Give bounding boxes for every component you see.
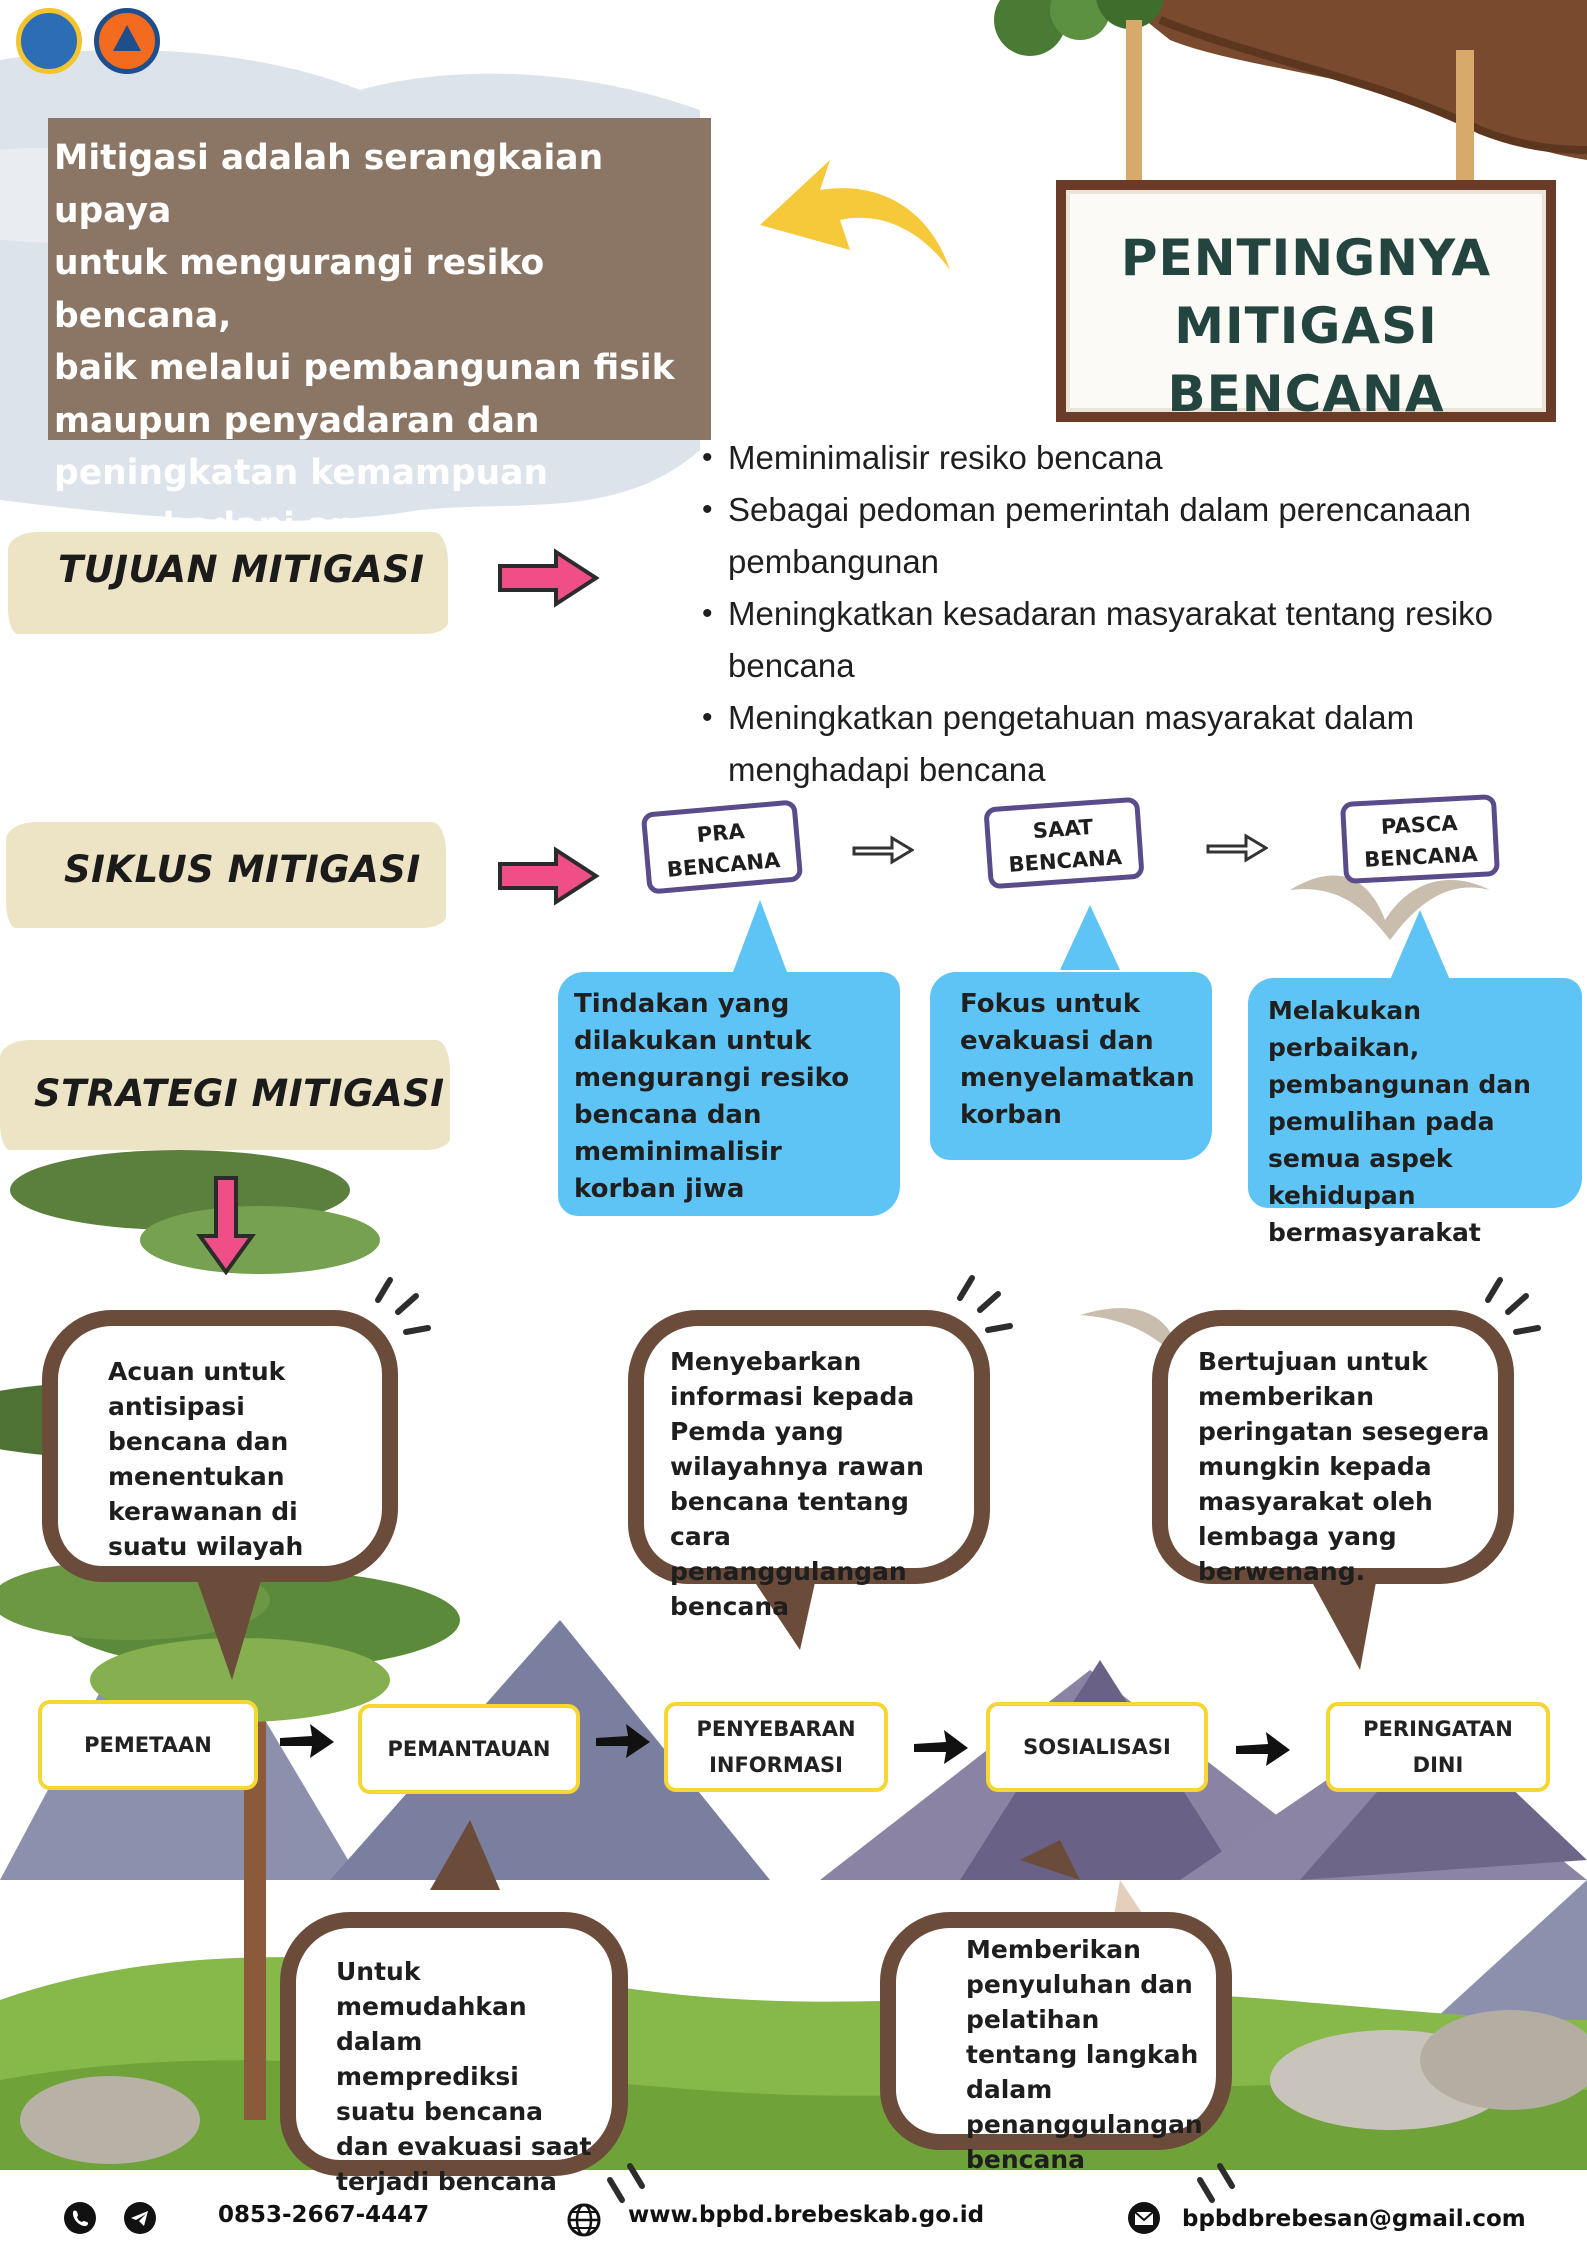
- strategi-title: STRATEGI MITIGASI: [34, 1072, 445, 1115]
- step-label: SOSIALISASI: [1023, 1735, 1171, 1759]
- intro-box: Mitigasi adalah serangkaian upaya untuk …: [48, 118, 711, 546]
- footer-website[interactable]: www.bpbd.brebeskab.go.id: [628, 2202, 985, 2228]
- step-pemetaan: PEMETAAN: [38, 1700, 258, 1790]
- intro-line-5: peningkatan kemampuan: [54, 453, 549, 493]
- step-penyebaran-informasi: PENYEBARAN INFORMASI: [664, 1702, 888, 1792]
- intro-line-1: Mitigasi adalah serangkaian upaya: [54, 138, 604, 231]
- tujuan-brush: [8, 532, 448, 634]
- black-arrow-icon: [914, 1730, 968, 1764]
- peringatan-bubble: Bertujuan untuk memberikan peringatan se…: [1152, 1310, 1514, 1586]
- whatsapp-icon: [64, 2202, 96, 2234]
- pink-down-arrow-icon: [196, 1176, 256, 1276]
- pemetaan-bubble: Acuan untuk antisipasi bencana dan menen…: [42, 1310, 398, 1582]
- penyebaran-bubble: Menyebarkan informasi kepada Pemda yang …: [628, 1310, 990, 1621]
- siklus-title: SIKLUS MITIGASI: [64, 848, 421, 891]
- tujuan-title: TUJUAN MITIGASI: [58, 548, 425, 591]
- step-label: PENYEBARAN: [696, 1717, 856, 1741]
- tujuan-list: Meminimalisir resiko bencana Sebagai ped…: [700, 432, 1580, 796]
- step-label: INFORMASI: [709, 1753, 843, 1777]
- intro-line-4: maupun penyadaran dan: [54, 400, 540, 441]
- tujuan-item: Meminimalisir resiko bencana: [700, 432, 1580, 484]
- strategi-brush: [0, 1040, 450, 1150]
- step-label: PEMETAAN: [84, 1733, 212, 1757]
- saat-bencana-bubble: Fokus untuk evakuasi dan menyelamatkan k…: [930, 972, 1212, 1160]
- logo-pemda: [16, 8, 82, 74]
- footer-phone[interactable]: 0853-2667-4447: [218, 2202, 430, 2228]
- step-label: PERINGATAN: [1363, 1717, 1513, 1741]
- tujuan-item: Meningkatkan pengetahuan masyarakat dala…: [700, 692, 1580, 796]
- small-arrow-icon: [1206, 833, 1268, 863]
- blue-bubble-tails: [730, 900, 1450, 980]
- pemantauan-bubble: Untuk memudahkan dalam memprediksi suatu…: [280, 1912, 628, 2196]
- intro-line-2: untuk mengurangi resiko bencana,: [54, 243, 545, 336]
- pink-arrow-icon: [498, 548, 600, 608]
- mail-icon: [1128, 2202, 1160, 2234]
- sign-title-line-2: MITIGASI BENCANA: [1167, 297, 1445, 423]
- siklus-brush: [6, 822, 446, 928]
- tujuan-item: Sebagai pedoman pemerintah dalam perenca…: [700, 484, 1580, 588]
- logo-bpbd: [94, 8, 160, 74]
- step-label: DINI: [1412, 1753, 1464, 1777]
- step-sosialisasi: SOSIALISASI: [986, 1702, 1208, 1792]
- small-arrow-icon: [852, 835, 914, 865]
- pink-arrow-icon: [498, 846, 600, 906]
- globe-icon: [567, 2203, 601, 2237]
- black-arrow-icon: [1236, 1732, 1290, 1766]
- pasca-bencana-bubble: Melakukan perbaikan, pembangunan dan pem…: [1248, 978, 1582, 1247]
- sosialisasi-bubble: Memberikan penyuluhan dan pelatihan tent…: [880, 1912, 1232, 2174]
- step-peringatan-dini: PERINGATAN DINI: [1326, 1702, 1550, 1792]
- black-arrow-icon: [596, 1724, 650, 1758]
- footer-email[interactable]: bpbdbrebesan@gmail.com: [1182, 2206, 1526, 2232]
- black-arrow-icon: [280, 1724, 334, 1758]
- telegram-icon: [124, 2202, 156, 2234]
- pra-bencana-bubble: Tindakan yang dilakukan untuk mengurangi…: [558, 972, 900, 1216]
- tujuan-item: Meningkatkan kesadaran masyarakat tentan…: [700, 588, 1580, 692]
- step-label: PEMANTAUAN: [387, 1737, 551, 1761]
- step-pemantauan: PEMANTAUAN: [358, 1704, 580, 1794]
- intro-line-3: baik melalui pembangunan fisik: [54, 348, 675, 388]
- signboard: PENTINGNYA MITIGASI BENCANA: [1056, 180, 1556, 423]
- sign-title-line-1: PENTINGNYA: [1120, 229, 1492, 287]
